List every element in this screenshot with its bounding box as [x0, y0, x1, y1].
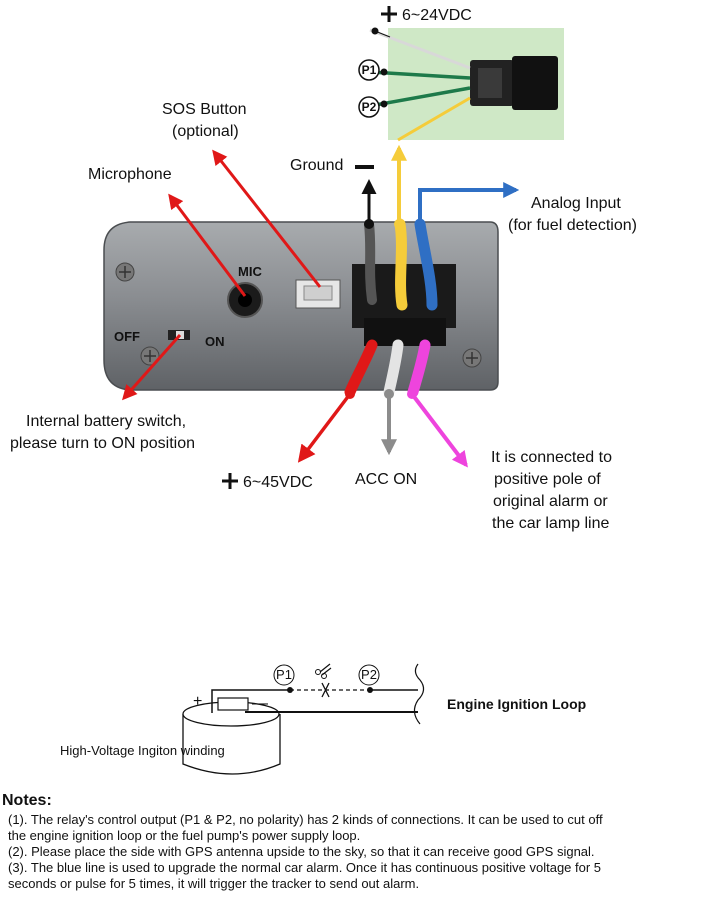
svg-text:Microphone: Microphone — [88, 166, 172, 183]
ground-label: Ground — [290, 157, 343, 174]
ignition-loop-schematic: P1 P2 + — Engine Ignition Loop High-Volt… — [60, 663, 586, 775]
svg-text:It is connected to: It is connected to — [491, 449, 612, 466]
ground-arrow: Ground — [290, 157, 377, 229]
p1-label: P1 — [362, 63, 377, 77]
ignition-p1-label: P1 — [276, 667, 292, 682]
acc-on-arrow: ACC ON — [355, 389, 417, 488]
svg-text:6~45VDC: 6~45VDC — [243, 474, 313, 491]
off-label: OFF — [114, 329, 140, 344]
top-wires — [364, 218, 438, 311]
p2-label: P2 — [362, 100, 377, 114]
scissors-icon — [315, 663, 332, 679]
svg-text:Internal battery switch,: Internal battery switch, — [26, 413, 186, 430]
alarm-arrow: It is connected to positive pole of orig… — [407, 389, 612, 532]
mic-label: MIC — [238, 264, 262, 279]
p1-marker: P1 — [358, 27, 391, 81]
on-label: ON — [205, 334, 225, 349]
power-6-24-label: 6~24VDC — [381, 6, 472, 24]
svg-text:Analog Input: Analog Input — [531, 195, 621, 212]
note-line: (1). The relay's control output (P1 & P2… — [8, 812, 603, 827]
svg-text:SOS Button: SOS Button — [162, 101, 247, 118]
power-6-45-arrow: 6~45VDC — [222, 389, 355, 491]
screw-icon — [462, 348, 482, 368]
relay-panel — [369, 28, 564, 142]
svg-text:positive pole of: positive pole of — [494, 471, 601, 488]
tracker-device: MIC OFF ON — [103, 221, 499, 391]
battery-switch-arrow: Internal battery switch, please turn to … — [10, 334, 195, 452]
svg-text:(optional): (optional) — [172, 123, 239, 140]
note-line: (3). The blue line is used to upgrade th… — [8, 860, 602, 875]
svg-text:ACC ON: ACC ON — [355, 471, 417, 488]
p2-marker: P2 — [358, 96, 388, 118]
svg-text:the car lamp line: the car lamp line — [492, 515, 609, 532]
note-line: the engine ignition loop or the fuel pum… — [8, 828, 361, 843]
sos-arrow: SOS Button (optional) — [162, 101, 322, 288]
screw-icon — [115, 262, 135, 282]
bottom-wires — [344, 339, 431, 398]
svg-text:please turn to ON position: please turn to ON position — [10, 435, 195, 452]
svg-text:original alarm or: original alarm or — [493, 493, 608, 510]
svg-text:6~24VDC: 6~24VDC — [402, 7, 472, 24]
screw-icon — [140, 346, 160, 366]
note-line: (2). Please place the side with GPS ante… — [8, 844, 595, 859]
plus-label: + — [193, 693, 202, 710]
minus-label: — — [252, 695, 268, 712]
winding-label: High-Voltage Ingiton winding — [60, 743, 225, 758]
ignition-p2-label: P2 — [361, 667, 377, 682]
microphone-arrow: Microphone — [88, 166, 247, 297]
analog-input-arrow: Analog Input (for fuel detection) — [415, 182, 637, 234]
yellow-arrow — [391, 144, 407, 229]
svg-text:(for fuel detection): (for fuel detection) — [508, 217, 637, 234]
notes-section: Notes: (1). The relay's control output (… — [2, 792, 708, 892]
engine-ignition-loop-label: Engine Ignition Loop — [447, 696, 586, 712]
notes-title: Notes: — [2, 792, 52, 809]
note-line: seconds or pulse for 5 times, it will tr… — [8, 876, 420, 891]
